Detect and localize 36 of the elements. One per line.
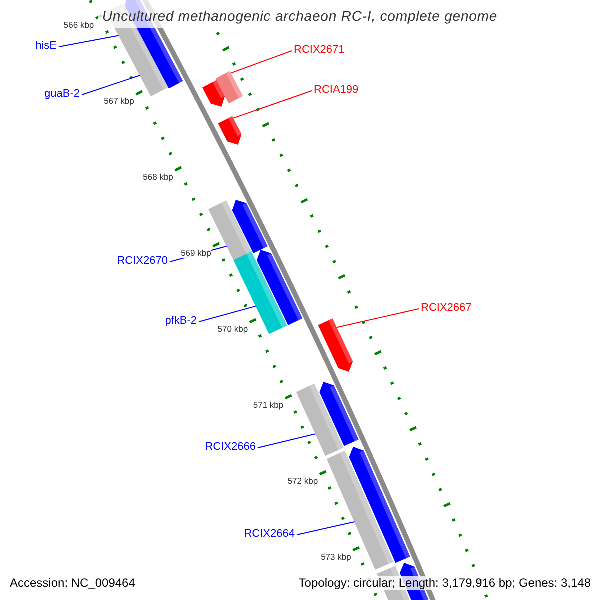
gene-bar [320, 382, 359, 446]
accession-text: Accession: NC_009464 [9, 576, 136, 590]
gene-bar [256, 250, 303, 326]
leader-line [296, 522, 356, 536]
scale-label: 569 kbp [181, 249, 212, 258]
gene-label: RCIX2667 [421, 303, 472, 314]
gene-bar [218, 116, 242, 145]
gene-bar [232, 200, 268, 254]
gene-bar [234, 252, 288, 334]
scale-label: 572 kbp [288, 477, 318, 486]
gene-bar [349, 447, 410, 564]
scale-label: 573 kbp [321, 553, 352, 562]
leader-line [82, 75, 140, 96]
scale-label: 567 kbp [104, 97, 134, 106]
gene-label: pfkB-2 [165, 316, 197, 327]
scale-label: 568 kbp [143, 173, 174, 182]
leader-line [233, 90, 312, 119]
gene-bar [202, 80, 226, 107]
scale-label: 571 kbp [253, 401, 284, 410]
scale-label: 566 kbp [64, 21, 94, 30]
leader-line [336, 308, 420, 328]
gene-label: guaB-2 [44, 89, 80, 100]
leader-line [230, 50, 292, 74]
gene-label: RCIX2664 [244, 529, 295, 540]
leader-line [58, 35, 120, 48]
gene-bar [318, 318, 354, 372]
gene-label: hisE [36, 41, 57, 52]
leader-line [198, 306, 256, 322]
gene-label: RCIX2670 [117, 256, 168, 267]
leader-line [258, 434, 316, 448]
gene-bar [296, 384, 344, 456]
gene-label: RCIA199 [314, 85, 359, 96]
gene-label: RCIX2666 [205, 442, 256, 453]
gene-label: RCIX2671 [294, 45, 345, 56]
gene-bar [216, 71, 244, 104]
scale-label: 570 kbp [218, 325, 248, 334]
